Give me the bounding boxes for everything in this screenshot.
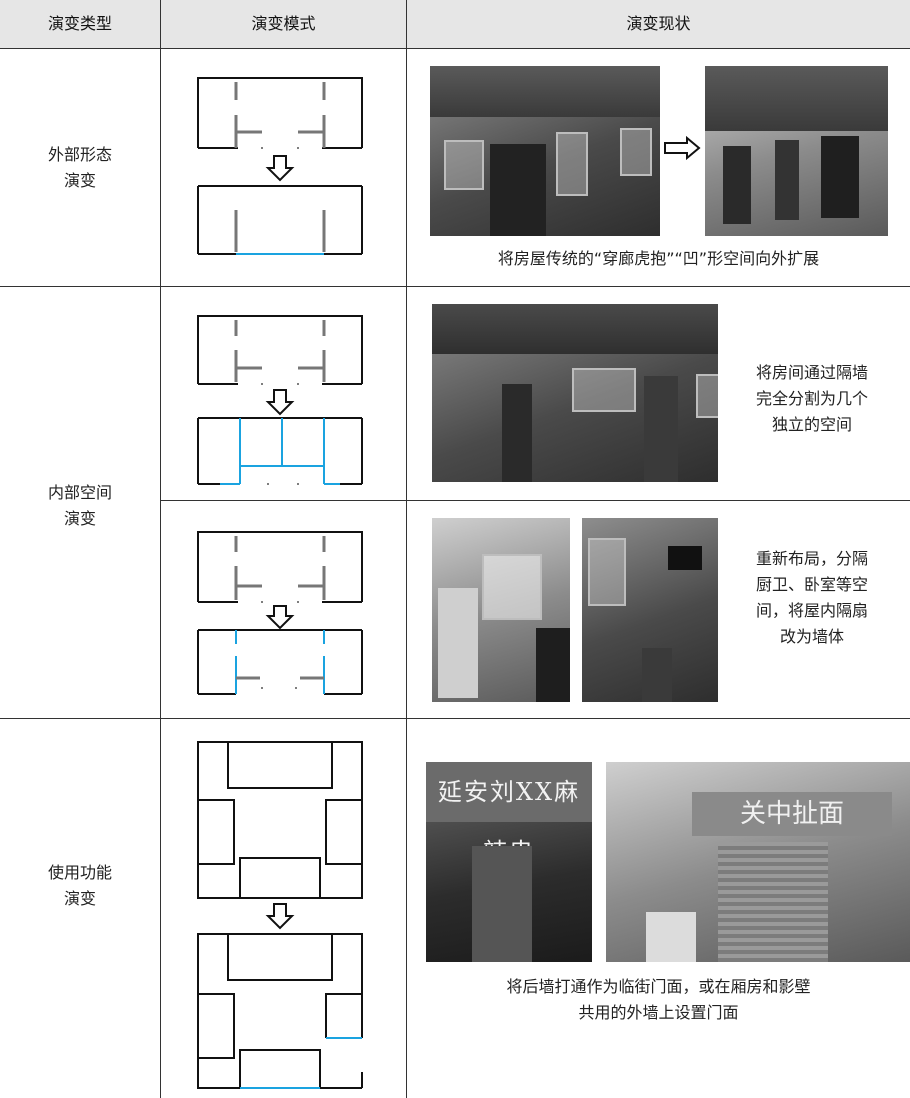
photo-extended-house bbox=[705, 66, 888, 236]
plan-external-diagram bbox=[197, 77, 363, 255]
header-cell-mode: 演变模式 bbox=[161, 0, 406, 48]
down-arrow-icon bbox=[265, 389, 295, 416]
photo-old-house bbox=[430, 66, 660, 236]
plan-function-diagram bbox=[197, 741, 363, 1089]
plan-relayout-diagram bbox=[197, 531, 363, 695]
photo-interior-kitchen bbox=[432, 518, 570, 702]
down-arrow-icon bbox=[265, 605, 295, 630]
type-external: 外部形态 演变 bbox=[47, 145, 112, 190]
caption-external: 将房屋传统的“穿廊虎抱”“凹”形空间向外扩展 bbox=[497, 249, 820, 268]
photo-partitioned-house bbox=[432, 304, 718, 482]
grid-line bbox=[160, 500, 910, 501]
shop-sign-left: 延安刘XX麻辣串 bbox=[426, 762, 592, 866]
photo-interior-living bbox=[582, 518, 718, 702]
caption-function: 将后墙打通作为临街门面，或在厢房和影壁 共用的外墙上设置门面 bbox=[506, 977, 811, 1022]
down-arrow-icon bbox=[265, 903, 295, 930]
caption-relayout: 重新布局，分隔 厨卫、卧室等空 间，将屋内隔扇 改为墙体 bbox=[755, 549, 868, 646]
grid-line bbox=[0, 718, 910, 719]
header-cell-status: 演变现状 bbox=[407, 0, 910, 48]
shop-sign-right: 关中扯面 bbox=[692, 792, 892, 836]
grid-line bbox=[406, 0, 407, 1098]
header-mode-label: 演变模式 bbox=[251, 14, 316, 33]
grid-line bbox=[0, 48, 910, 49]
header-status-label: 演变现状 bbox=[626, 14, 691, 33]
photo-street-shop-alley: 延安刘XX麻辣串 bbox=[426, 762, 592, 962]
plan-partition-diagram bbox=[197, 315, 363, 485]
grid-line bbox=[160, 0, 161, 1098]
grid-line bbox=[0, 286, 910, 287]
down-arrow-icon bbox=[265, 155, 295, 182]
right-arrow-icon bbox=[664, 136, 701, 160]
photo-street-shop-front: 关中扯面 bbox=[606, 762, 910, 962]
type-function: 使用功能 演变 bbox=[47, 863, 112, 908]
type-internal: 内部空间 演变 bbox=[47, 483, 112, 528]
header-cell-type: 演变类型 bbox=[0, 0, 160, 48]
header-type-label: 演变类型 bbox=[47, 14, 112, 33]
caption-partition: 将房间通过隔墙 完全分割为几个 独立的空间 bbox=[755, 363, 868, 434]
